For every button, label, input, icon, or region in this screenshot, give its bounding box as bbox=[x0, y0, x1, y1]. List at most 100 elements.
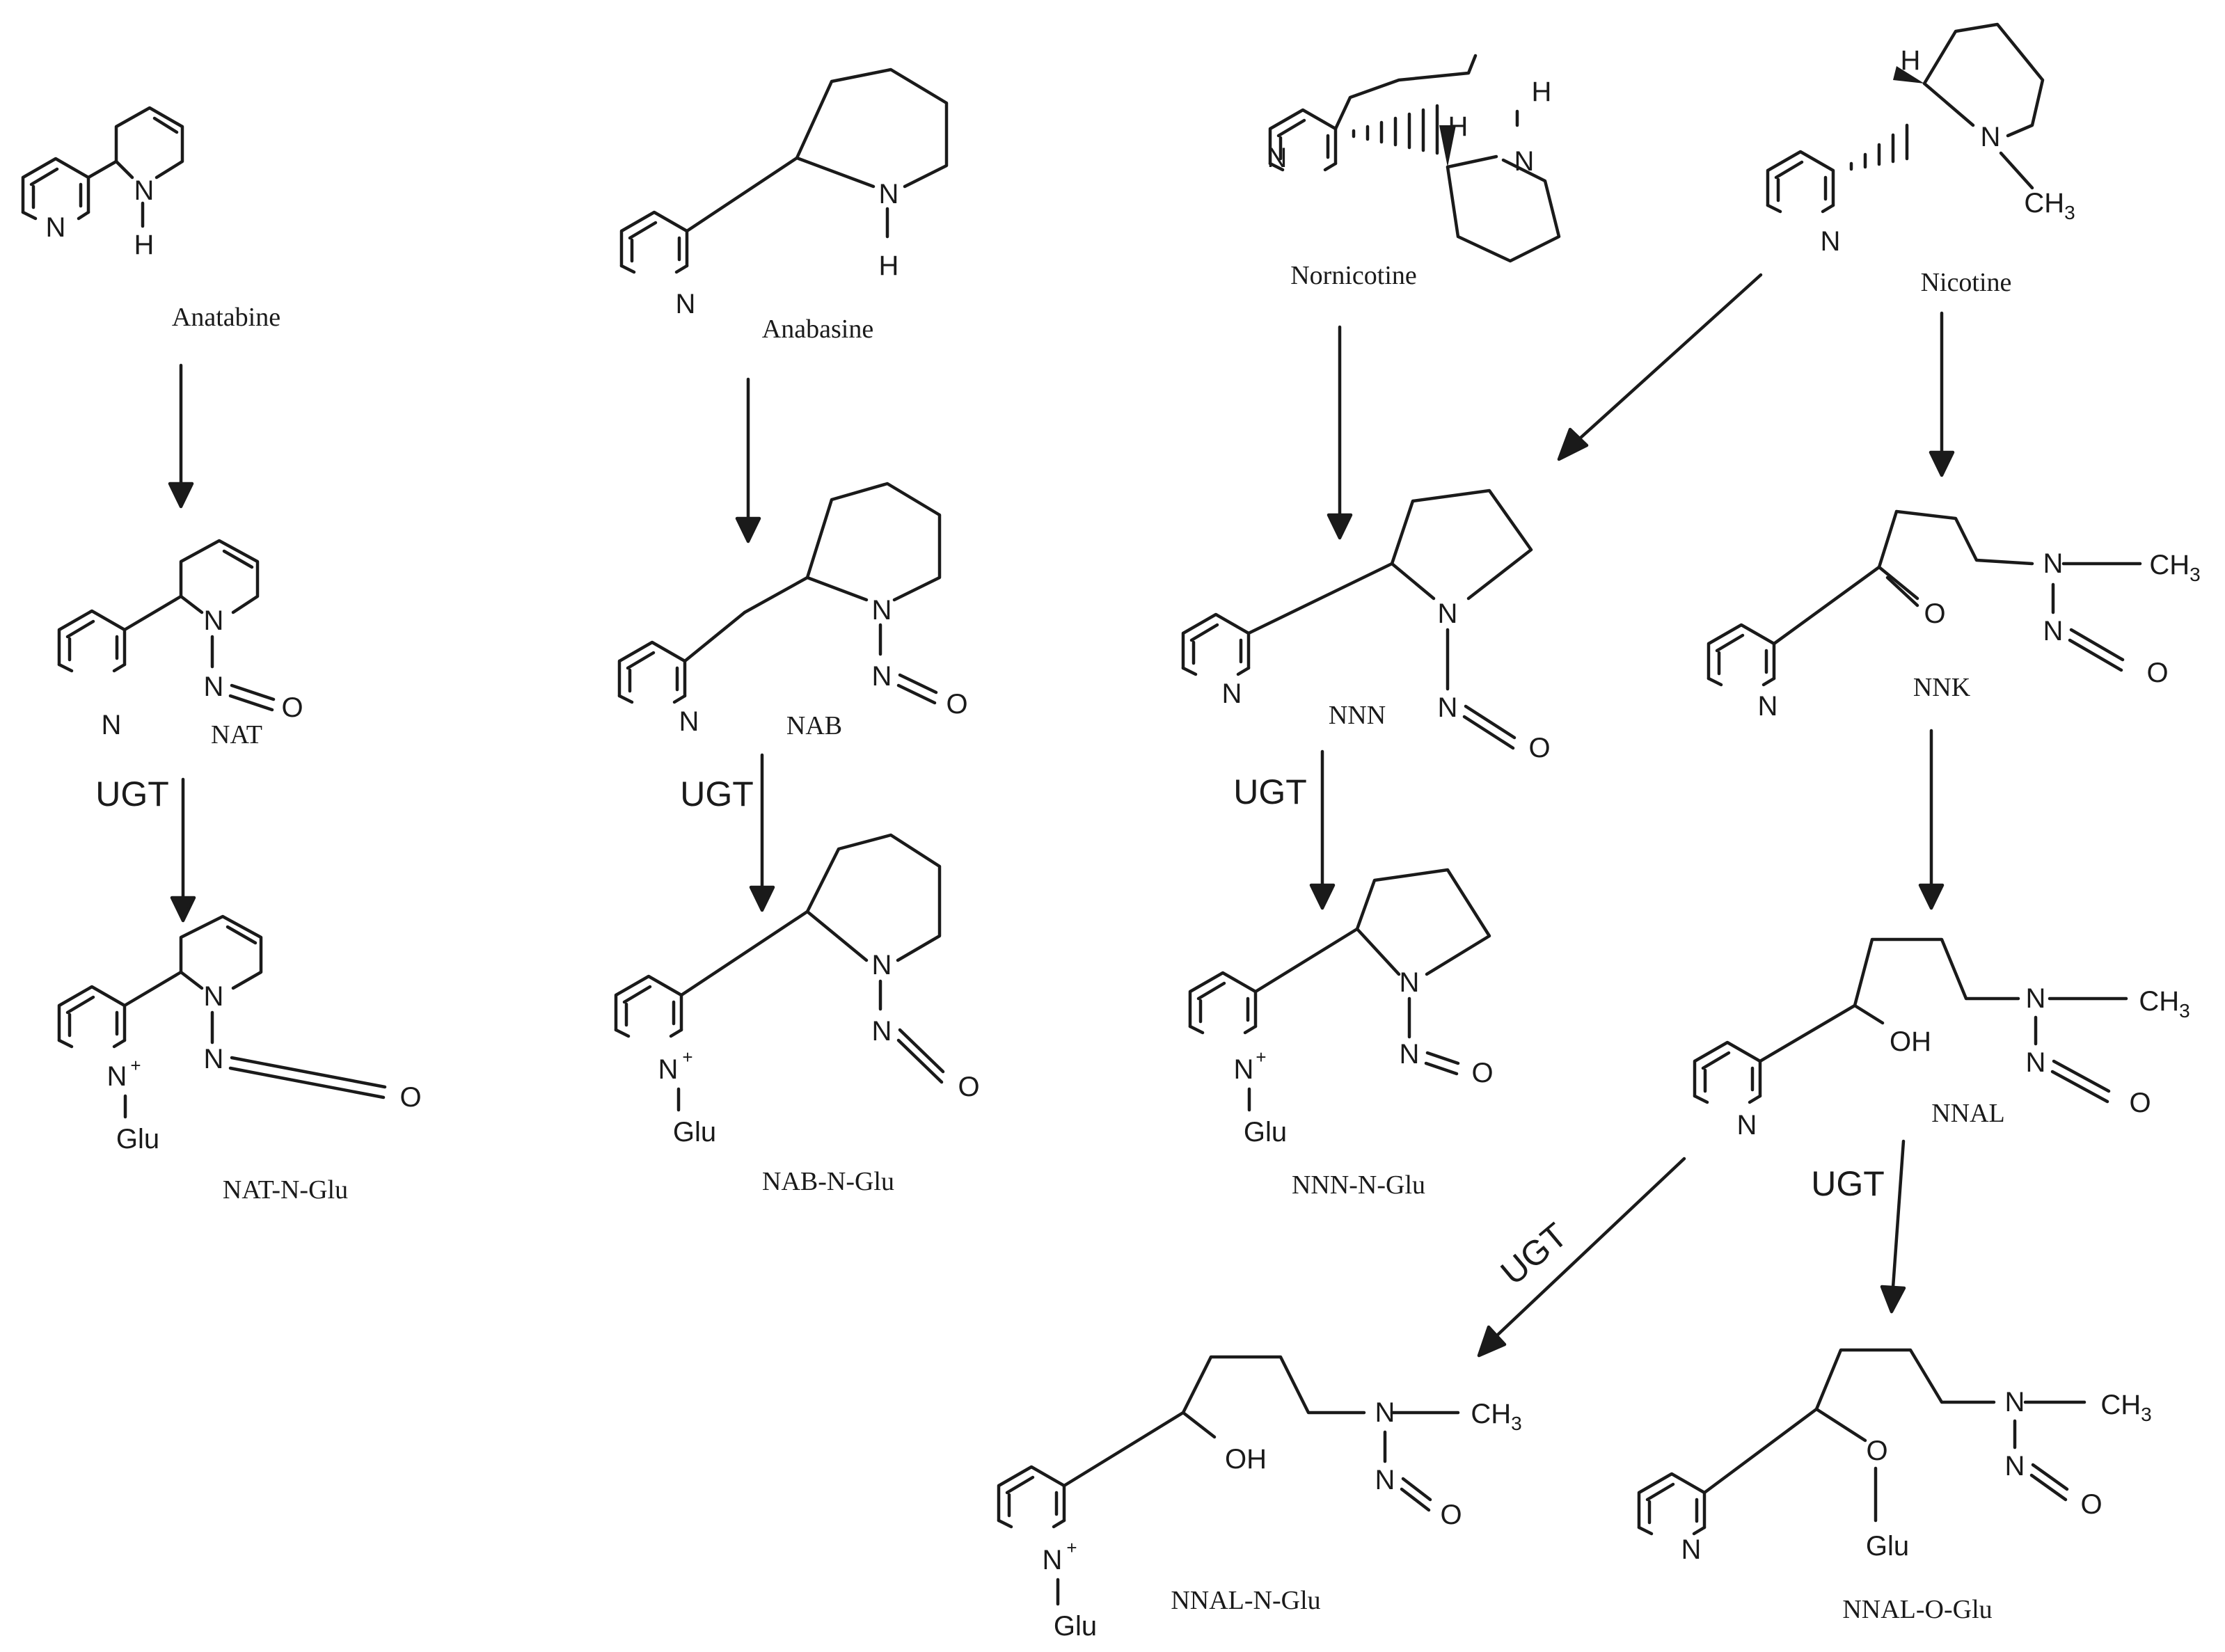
atom-o: O bbox=[2129, 1088, 2151, 1118]
atom-ch3: CH3 bbox=[2024, 188, 2075, 223]
nab-n-glu-structure: N + Glu N N O bbox=[614, 833, 980, 1147]
atom-n: N bbox=[1981, 122, 2001, 152]
nat-n-glu-structure: N + Glu N N O bbox=[57, 914, 422, 1154]
label-nab: NAB bbox=[786, 711, 842, 740]
atom-h: H bbox=[134, 230, 155, 260]
atom-n: N bbox=[2005, 1387, 2025, 1417]
nab-structure: N N N O bbox=[617, 482, 968, 737]
atom-o: O bbox=[946, 689, 967, 720]
atom-o: O bbox=[1924, 598, 1945, 629]
enzyme-ugt-nnal-o: UGT bbox=[1811, 1164, 1885, 1203]
label-nnal-n-glu: NNAL-N-Glu bbox=[1171, 1586, 1320, 1615]
atom-n: N bbox=[1758, 691, 1778, 722]
anabasine-structure: N N H bbox=[619, 67, 949, 319]
label-nornicotine: Nornicotine bbox=[1290, 261, 1417, 290]
atom-n: N bbox=[2026, 983, 2046, 1014]
charge-plus: + bbox=[1066, 1537, 1077, 1558]
nnal-structure: N OH N CH3 N O bbox=[1693, 937, 2190, 1141]
atom-n: N bbox=[1043, 1545, 1063, 1575]
atom-o: O bbox=[281, 692, 303, 723]
atom-n: N bbox=[2043, 616, 2064, 646]
atom-n: N bbox=[1400, 1039, 1420, 1070]
atom-n: N bbox=[872, 950, 892, 980]
hashed-bond bbox=[1352, 104, 1439, 155]
label-nab-n-glu: NAB-N-Glu bbox=[762, 1167, 894, 1196]
atom-glu: Glu bbox=[673, 1117, 716, 1147]
charge-plus: + bbox=[1256, 1047, 1266, 1067]
label-nat-n-glu: NAT-N-Glu bbox=[223, 1175, 348, 1205]
label-nnn: NNN bbox=[1329, 701, 1386, 730]
arrow-nnal-to-nnal-n-glu bbox=[1477, 1157, 1686, 1358]
charge-plus: + bbox=[682, 1047, 692, 1067]
atom-o: O bbox=[1440, 1500, 1462, 1530]
atom-o: O bbox=[1471, 1058, 1493, 1088]
atom-n: N bbox=[679, 706, 699, 737]
nnal-n-glu-structure: N + Glu OH N CH3 N O bbox=[997, 1355, 1522, 1642]
atom-n: N bbox=[879, 179, 899, 209]
atom-n: N bbox=[134, 175, 155, 206]
label-anabasine: Anabasine bbox=[762, 315, 873, 344]
hashed-bond bbox=[1849, 123, 1909, 171]
atom-n: N bbox=[1375, 1397, 1395, 1428]
label-nnn-n-glu: NNN-N-Glu bbox=[1292, 1170, 1425, 1200]
atom-h: H bbox=[879, 251, 899, 281]
label-nat: NAT bbox=[211, 720, 262, 749]
atom-h: H bbox=[1901, 45, 1921, 76]
atom-n: N bbox=[204, 672, 224, 702]
label-anatabine: Anatabine bbox=[172, 303, 280, 332]
arrow-nornicotine-to-nnn bbox=[1327, 325, 1353, 540]
atom-o: O bbox=[399, 1082, 421, 1113]
nnn-n-glu-structure: N + Glu N N O bbox=[1188, 868, 1494, 1147]
arrow-nnk-to-nnal bbox=[1918, 729, 1945, 910]
atom-n: N bbox=[658, 1054, 679, 1085]
atom-glu: Glu bbox=[1244, 1117, 1287, 1147]
atom-n: N bbox=[2043, 548, 2064, 579]
atom-glu: Glu bbox=[116, 1124, 159, 1154]
atom-n: N bbox=[676, 289, 696, 319]
arrow-nat-to-nat-n-glu bbox=[170, 777, 196, 923]
nnk-structure: N O N CH3 N O bbox=[1707, 509, 2201, 722]
atom-n: N bbox=[204, 605, 224, 636]
charge-plus: + bbox=[130, 1055, 141, 1076]
atom-n: N bbox=[872, 661, 892, 692]
enzyme-ugt-nnn: UGT bbox=[1233, 772, 1307, 811]
atom-oh: OH bbox=[1225, 1444, 1267, 1475]
atom-n: N bbox=[107, 1061, 127, 1092]
atom-n: N bbox=[1438, 692, 1458, 723]
atom-ch3: CH3 bbox=[1471, 1399, 1521, 1434]
atom-n: N bbox=[204, 1044, 224, 1074]
atom-oh: OH bbox=[1890, 1026, 1931, 1057]
atom-o: O bbox=[958, 1072, 979, 1102]
atom-ch3: CH3 bbox=[2149, 550, 2200, 585]
arrow-nab-to-nab-n-glu bbox=[749, 753, 775, 912]
enzyme-ugt-nat: UGT bbox=[95, 775, 169, 813]
atom-h: H bbox=[1448, 111, 1468, 142]
enzyme-ugt-nnal-n: UGT bbox=[1494, 1216, 1575, 1293]
atom-n: N bbox=[1400, 967, 1420, 998]
nat-structure: N N N O bbox=[57, 539, 303, 740]
atom-o: O bbox=[1866, 1436, 1887, 1466]
label-nicotine: Nicotine bbox=[1921, 268, 2012, 297]
atom-glu: Glu bbox=[1866, 1531, 1909, 1562]
atom-n: N bbox=[1514, 146, 1535, 177]
enzyme-ugt-nab: UGT bbox=[680, 775, 754, 813]
atom-o: O bbox=[2080, 1489, 2102, 1520]
arrow-nicotine-to-nnn bbox=[1557, 273, 1763, 461]
atom-n: N bbox=[1375, 1465, 1395, 1495]
arrow-nnal-to-nnal-o-glu bbox=[1880, 1139, 1906, 1314]
atom-n: N bbox=[2005, 1451, 2025, 1482]
label-nnal-o-glu: NNAL-O-Glu bbox=[1842, 1595, 1992, 1624]
arrow-anabasine-to-nab bbox=[735, 377, 761, 543]
atom-n: N bbox=[1737, 1110, 1757, 1141]
arrow-nnn-to-nnn-n-glu bbox=[1309, 749, 1336, 910]
anatabine-structure: N N H bbox=[21, 106, 184, 260]
nicotine-structure: N H N CH3 bbox=[1766, 22, 2075, 257]
atom-n: N bbox=[1438, 598, 1458, 629]
atom-h: H bbox=[1532, 77, 1552, 107]
atom-glu: Glu bbox=[1054, 1611, 1097, 1642]
arrow-anatabine-to-nat bbox=[168, 363, 194, 509]
atom-n: N bbox=[1234, 1054, 1254, 1085]
arrow-nicotine-to-nnk bbox=[1929, 311, 1955, 477]
label-nnk: NNK bbox=[1913, 673, 1971, 702]
atom-ch3: CH3 bbox=[2100, 1390, 2151, 1425]
